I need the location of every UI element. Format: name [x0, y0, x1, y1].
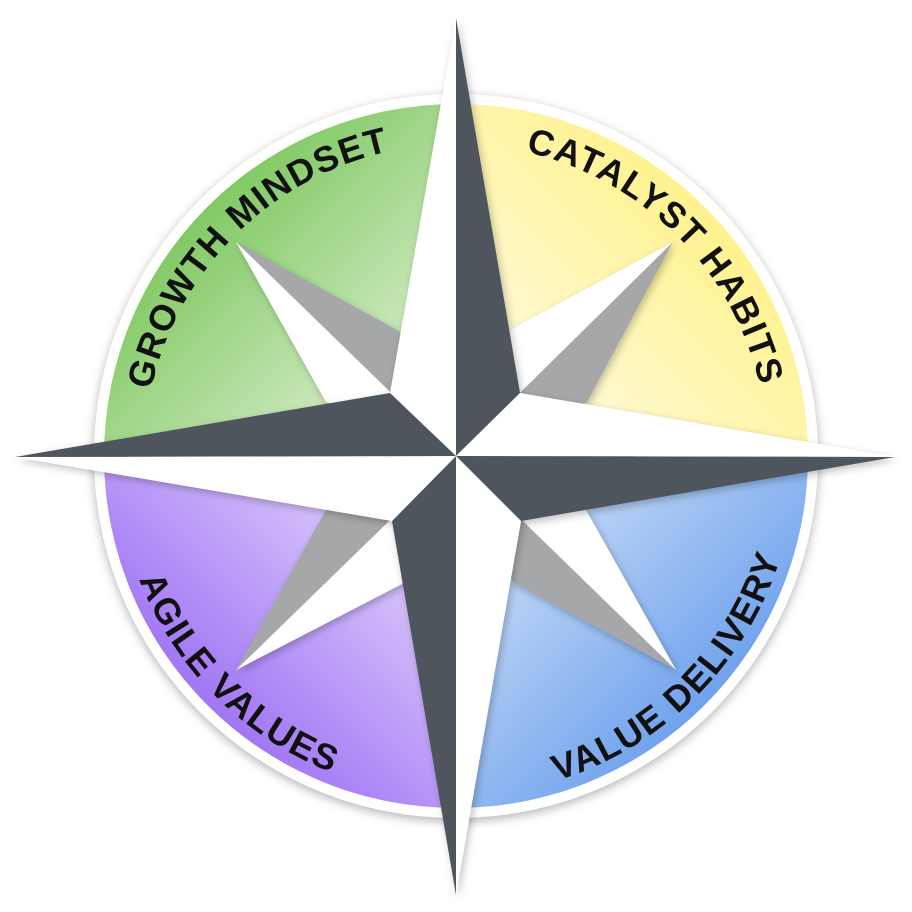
point-north [390, 18, 520, 456]
point-east [456, 393, 895, 521]
major-star-points [15, 18, 895, 895]
point-south [392, 456, 521, 895]
point-west [15, 393, 456, 521]
